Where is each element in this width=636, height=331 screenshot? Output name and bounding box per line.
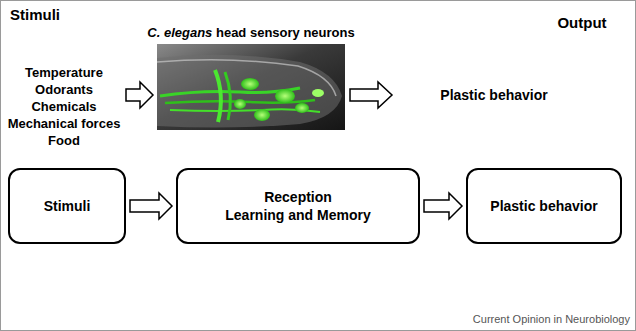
column-heading: Stimuli	[10, 6, 60, 23]
box-text: Learning and Memory	[225, 206, 370, 224]
stimulus-item: Chemicals	[31, 100, 96, 115]
process-box: ReceptionLearning and Memory	[176, 168, 420, 244]
stimulus-item: Temperature	[25, 66, 103, 81]
image-heading-line: C. elegans head sensory neurons	[147, 26, 354, 41]
stimulus-item: Food	[48, 134, 80, 149]
image-heading: head sensory neurons	[216, 25, 355, 40]
box-text: Plastic behavior	[490, 197, 597, 215]
figure-caption: Current Opinion in Neurobiology	[473, 313, 630, 325]
stimulus-item: Odorants	[35, 83, 93, 98]
hollow-arrow-connector	[130, 193, 172, 219]
box-text: Stimuli	[44, 197, 91, 215]
neuron-micrograph	[157, 44, 345, 130]
column-heading: Output	[557, 14, 606, 31]
output-label: Plastic behavior	[440, 87, 547, 103]
hollow-arrow-connector	[424, 193, 462, 219]
process-box: Plastic behavior	[466, 168, 622, 244]
box-text: Reception	[264, 188, 332, 206]
species-name: C. elegans	[147, 25, 212, 40]
process-box: Stimuli	[8, 168, 126, 244]
stimulus-item: Mechanical forces	[8, 117, 121, 132]
hollow-arrow	[350, 82, 392, 108]
hollow-arrow	[126, 82, 153, 108]
